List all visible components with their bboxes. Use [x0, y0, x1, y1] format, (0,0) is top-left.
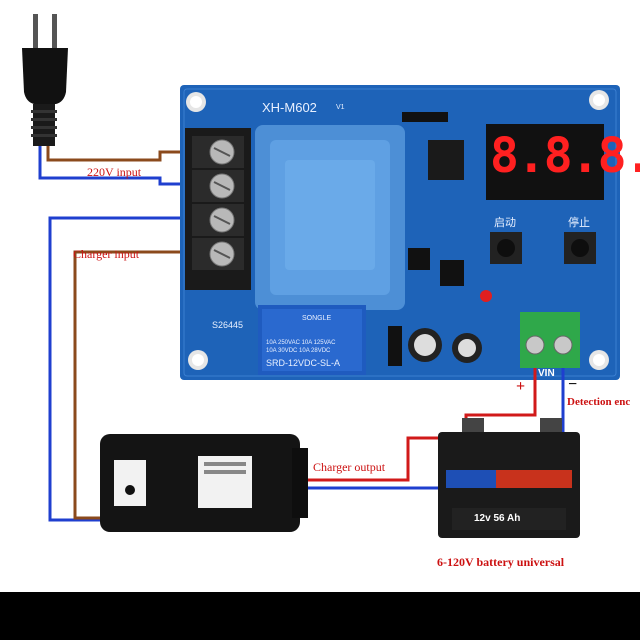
board-model: XH-M602 — [262, 100, 317, 115]
relay-rating-2: 10A 30VDC 10A 28VDC — [266, 348, 331, 354]
label-charger-input: Charger input — [73, 247, 140, 261]
bottom-black-bar — [0, 592, 640, 640]
relay-rating-1: 10A 250VAC 10A 125VAC — [266, 340, 336, 346]
relay-brand: SONGLE — [302, 315, 332, 322]
green-vin-terminal — [520, 312, 580, 368]
input-wires — [38, 146, 205, 522]
display-digits: 8.8.8. — [490, 128, 640, 184]
board-version: V1 — [336, 104, 345, 111]
screw-terminal-block — [185, 128, 251, 290]
label-battery: 6-120V battery universal — [437, 555, 565, 569]
board-serial: S26445 — [212, 320, 244, 330]
label-charger-output: Charger output — [313, 460, 386, 474]
start-button-label: 启动 — [494, 217, 516, 229]
vin-label: VIN — [538, 368, 555, 379]
small-components — [388, 112, 492, 366]
plus-sign: + — [516, 378, 526, 395]
charger — [100, 434, 308, 532]
relay — [258, 305, 366, 375]
power-plug — [22, 14, 68, 146]
stop-button-label: 停止 — [568, 217, 590, 229]
relay-model: SRD-12VDC-SL-A — [266, 358, 341, 368]
label-detection: Detection enc — [567, 396, 631, 408]
label-220v-input: 220V input — [87, 165, 142, 179]
push-buttons — [490, 232, 596, 264]
ic-chip — [428, 140, 464, 180]
seven-segment-display — [486, 124, 604, 200]
transformer — [255, 125, 405, 310]
battery-rating: 12v 56 Ah — [474, 513, 521, 524]
minus-sign: − — [568, 376, 578, 393]
battery — [438, 418, 580, 538]
